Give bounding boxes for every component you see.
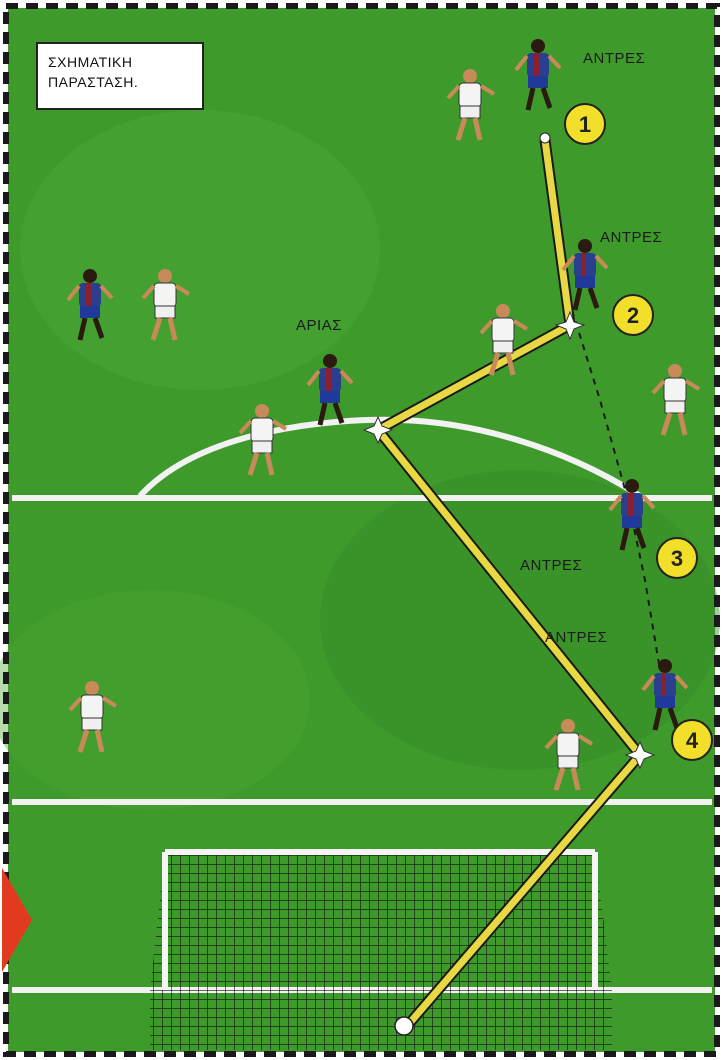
legend-line-1: ΣΧΗΜΑΤΙΚΗ xyxy=(48,52,192,72)
label-antres-1: ΑΝΤΡΕΣ xyxy=(583,50,645,67)
step-badge-4: 4 xyxy=(672,720,712,760)
legend-line-2: ΠΑΡΑΣΤΑΣΗ. xyxy=(48,72,192,92)
diagram-legend-box: ΣΧΗΜΑΤΙΚΗ ΠΑΡΑΣΤΑΣΗ. xyxy=(36,42,204,110)
ball-icon xyxy=(395,1017,413,1035)
label-antres-4: ΑΝΤΡΕΣ xyxy=(545,629,607,646)
label-arias: ΑΡΙΑΣ xyxy=(296,317,342,334)
step-badge-3: 3 xyxy=(657,538,697,578)
label-antres-3: ΑΝΤΡΕΣ xyxy=(520,557,582,574)
step-badge-1: 1 xyxy=(565,104,605,144)
step-badge-2: 2 xyxy=(613,295,653,335)
step-number: 2 xyxy=(627,303,639,328)
goal-net-icon xyxy=(150,852,612,1050)
step-number: 1 xyxy=(579,112,591,137)
step-number: 4 xyxy=(686,728,699,753)
label-antres-2: ΑΝΤΡΕΣ xyxy=(600,229,662,246)
ball-icon xyxy=(540,133,550,143)
step-number: 3 xyxy=(671,546,683,571)
